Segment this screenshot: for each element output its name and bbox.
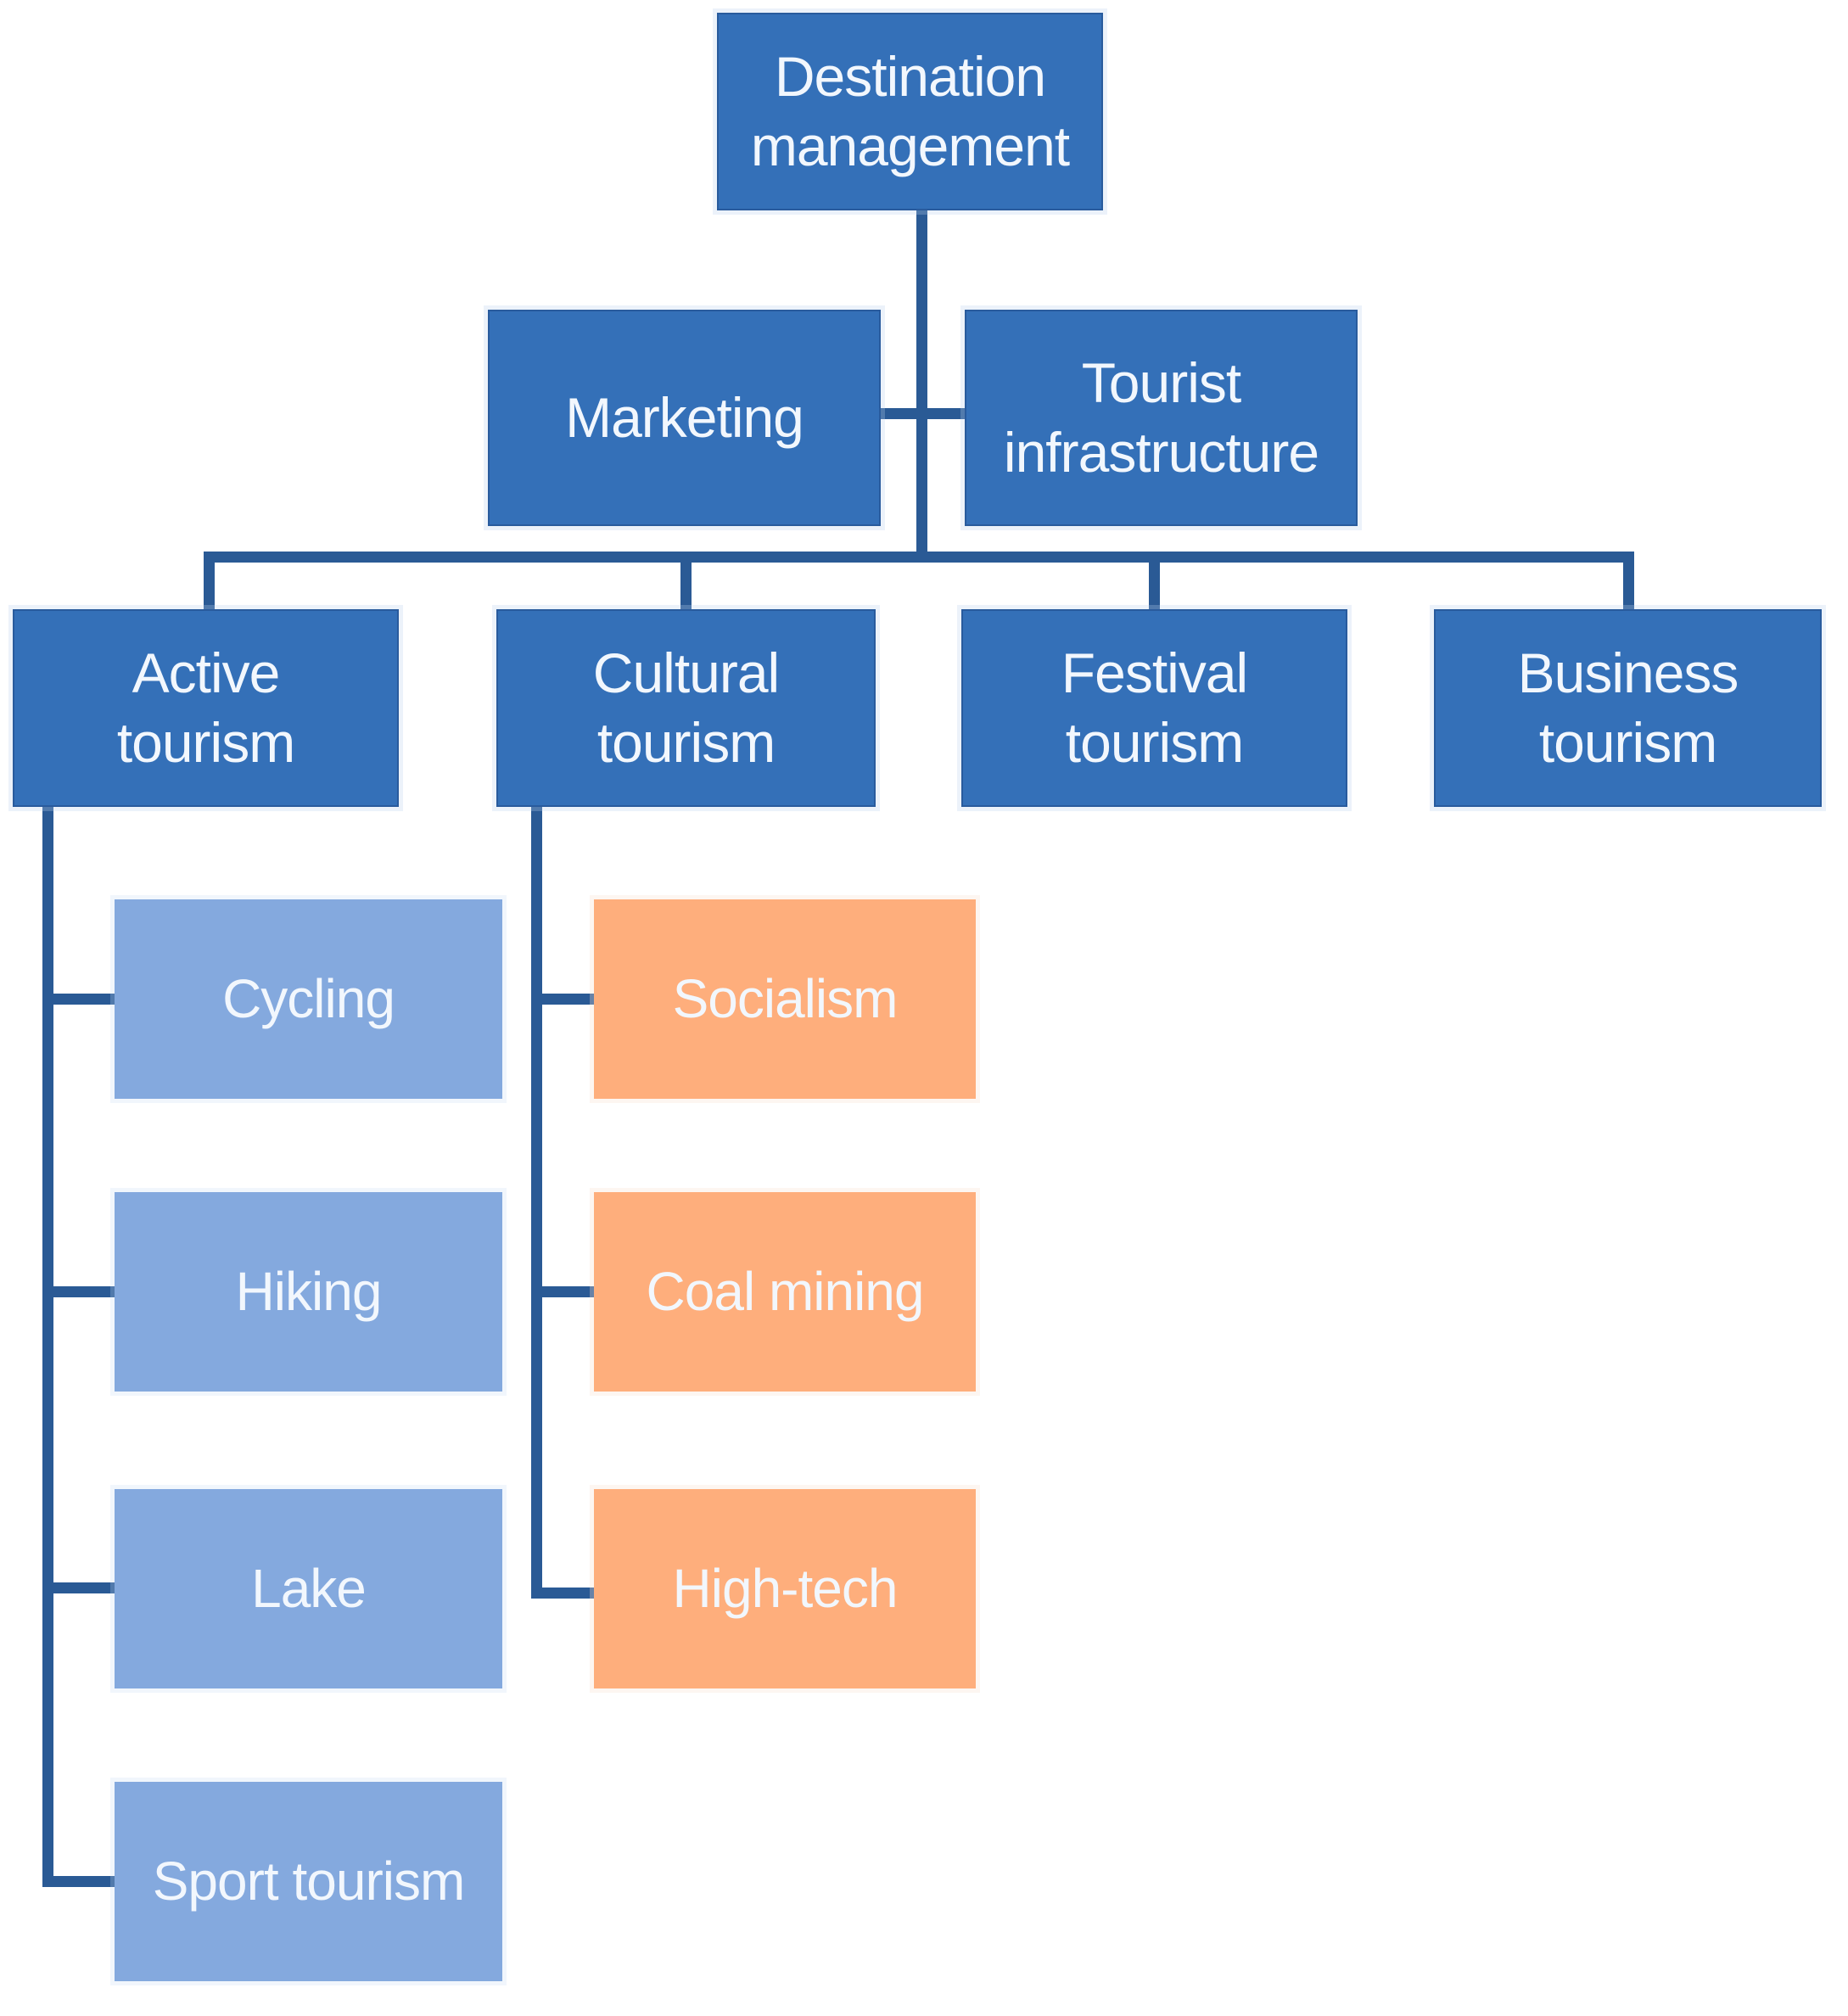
connector-stub-coal-mining <box>531 1286 594 1297</box>
connector-stub-hiking <box>42 1286 115 1297</box>
connector-stub-sport-tourism <box>42 1876 115 1887</box>
node-festival-tourism: Festival tourism <box>961 609 1347 807</box>
node-destination-management: Destination management <box>717 13 1103 210</box>
connector-cultural-children-vertical <box>531 807 542 1599</box>
node-business-tourism: Business tourism <box>1434 609 1822 807</box>
node-lake: Lake <box>115 1489 502 1688</box>
node-hiking: Hiking <box>115 1192 502 1392</box>
connector-drop-business <box>1623 552 1634 609</box>
connector-drop-active <box>204 552 215 609</box>
connector-active-children-vertical <box>42 807 53 1887</box>
node-tourist-infrastructure: Tourist infrastructure <box>965 310 1358 526</box>
node-active-tourism: Active tourism <box>13 609 399 807</box>
node-high-tech: High-tech <box>594 1489 976 1688</box>
node-sport-tourism: Sport tourism <box>115 1782 502 1981</box>
connector-branch-horizontal <box>204 552 1634 563</box>
node-cycling: Cycling <box>115 899 502 1099</box>
connector-stub-high-tech <box>531 1588 594 1599</box>
node-coal-mining: Coal mining <box>594 1192 976 1392</box>
connector-drop-festival <box>1149 552 1160 609</box>
connector-trunk-vertical <box>916 210 927 560</box>
connector-stub-socialism <box>531 994 594 1005</box>
connector-marketing-infrastructure-stub <box>878 408 965 419</box>
node-marketing: Marketing <box>488 310 881 526</box>
node-socialism: Socialism <box>594 899 976 1099</box>
connector-stub-cycling <box>42 994 115 1005</box>
connector-drop-cultural <box>680 552 692 609</box>
node-cultural-tourism: Cultural tourism <box>496 609 876 807</box>
connector-stub-lake <box>42 1582 115 1593</box>
